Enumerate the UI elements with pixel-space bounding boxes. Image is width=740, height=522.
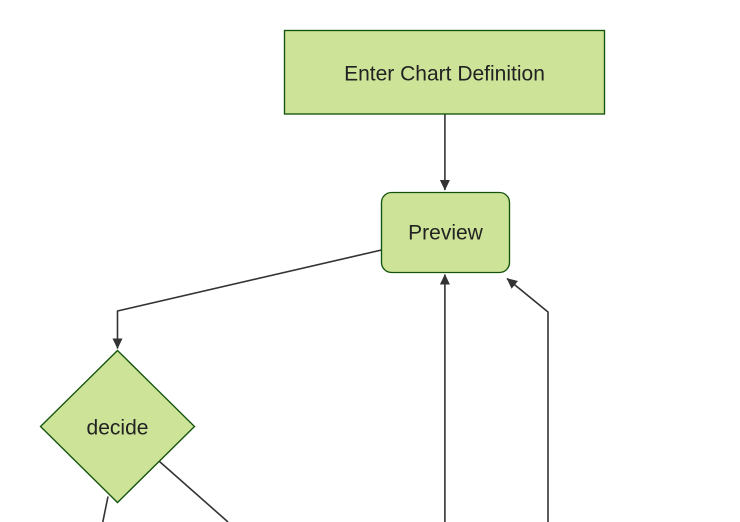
node-label: Enter Chart Definition — [344, 63, 545, 86]
node-preview: Preview — [380, 191, 511, 274]
edge-decide-to-offscreen-right — [158, 460, 229, 522]
node-decide: decide — [39, 349, 196, 504]
node-label: Preview — [408, 222, 484, 245]
rounded-rect-shape — [380, 191, 511, 274]
node-label: decide — [87, 417, 149, 440]
edge-offscreen-to-preview-right — [506, 277, 549, 522]
rect-shape — [283, 29, 606, 115]
diamond-shape — [39, 349, 196, 504]
node-enter-chart-definition: Enter Chart Definition — [283, 29, 606, 115]
edge-decide-to-offscreen-left — [102, 496, 109, 522]
edge-preview-to-decide — [112, 249, 382, 349]
